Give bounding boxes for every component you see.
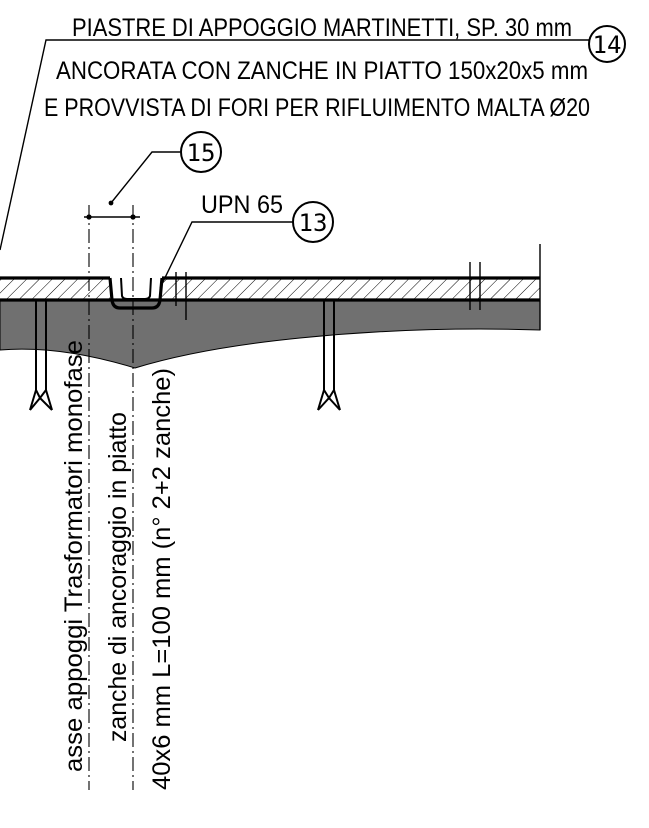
callout-15-label: 15 [187,139,216,167]
leader-14 [0,39,590,251]
leader-15 [110,151,180,204]
note-line-1: PIASTRE DI APPOGGIO MARTINETTI, SP. 30 m… [72,14,572,42]
upn-channel [108,277,164,310]
leader-13 [159,221,293,289]
plate-hatch-right [162,279,540,299]
note-line-3: E PROVVISTA DI FORI PER RIFLUIMENTO MALT… [44,94,590,122]
callout-14-label: 14 [593,31,622,59]
label-dimensions: 40x6 mm L=100 mm (n° 2+2 zanche) [148,368,176,790]
callout-13-label: 13 [299,209,328,237]
concrete-base [0,299,541,369]
callout-15-circle [180,131,222,173]
plate-hatch-left [0,279,110,299]
label-anchor-flats: zanche di ancoraggio in piatto [104,412,132,742]
label-axis-supports: asse appoggi Trasformatori monofase [60,340,88,772]
upn-label: UPN 65 [201,191,283,219]
callout-13-circle [292,201,334,243]
plate-ticks-left [175,272,187,320]
upn-channel-inner [120,277,152,300]
plate-ticks-right [469,262,481,310]
callout-14-circle [588,25,626,63]
note-line-2: ANCORATA CON ZANCHE IN PIATTO 150x20x5 m… [56,57,588,85]
anchor-left [29,300,53,411]
anchor-center [317,300,341,411]
